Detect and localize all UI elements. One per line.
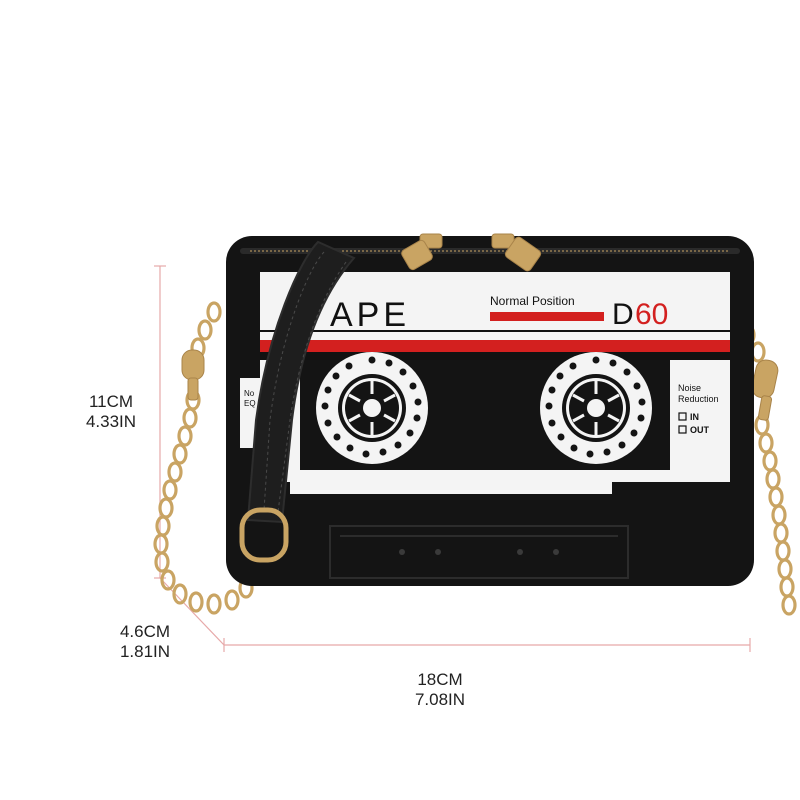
- width-cm: 18CM: [417, 670, 463, 689]
- type-label: Normal Position: [490, 294, 575, 308]
- left-reel: [316, 352, 428, 464]
- height-dimension-label: 11CM 4.33IN: [66, 392, 156, 432]
- right-reel: [540, 352, 652, 464]
- out-label: OUT: [690, 425, 710, 435]
- depth-cm: 4.6CM: [119, 622, 171, 641]
- cassette-text: APE Normal Position D 60 Noise Reduction…: [244, 294, 719, 435]
- strap-ring: [239, 507, 289, 563]
- model-number: 60: [635, 298, 668, 331]
- left-clasp: [181, 349, 205, 401]
- brand-text: APE: [330, 296, 410, 334]
- height-cm: 11CM: [88, 392, 134, 411]
- right-clasp: [751, 359, 779, 421]
- in-label: IN: [690, 412, 699, 422]
- zipper-pulls: [401, 233, 542, 272]
- width-dimension-label: 18CM 7.08IN: [380, 670, 500, 710]
- bag-body: [226, 233, 754, 586]
- height-in: 4.33IN: [85, 412, 137, 431]
- noise-label-right: Noise: [678, 383, 701, 393]
- reduction-label-right: Reduction: [678, 394, 719, 404]
- eq-label-left: EQ: [244, 399, 256, 408]
- shoulder-strap: [239, 240, 356, 563]
- depth-in: 1.81IN: [119, 642, 171, 661]
- red-stripe: [260, 340, 730, 352]
- width-in: 7.08IN: [414, 690, 466, 709]
- left-chain: [153, 301, 254, 615]
- cassette-base: [329, 525, 629, 579]
- depth-dimension-label: 4.6CM 1.81IN: [100, 622, 190, 662]
- noise-label-left: No: [244, 389, 255, 398]
- model-prefix: D: [612, 298, 634, 331]
